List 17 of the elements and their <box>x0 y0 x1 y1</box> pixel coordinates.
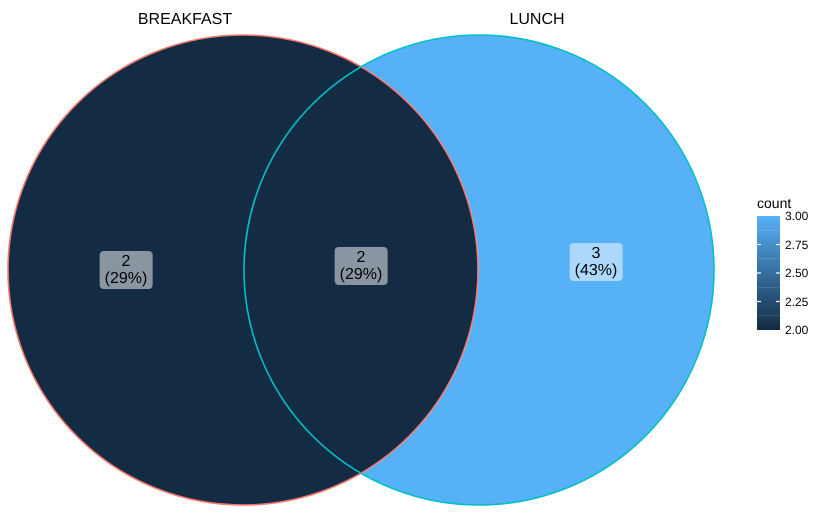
tick-label: 2.50 <box>785 266 808 280</box>
tick-label: 2.00 <box>785 323 808 337</box>
tick-label: 2.25 <box>785 294 808 308</box>
region-label <box>570 243 622 281</box>
legend-title: count <box>757 194 792 212</box>
percent-text: (43%) <box>574 262 618 279</box>
set-name: BREAKFAST <box>138 10 232 30</box>
tick-label: 2.75 <box>785 238 808 252</box>
percent-text: (29%) <box>104 270 148 287</box>
tick-label: 3.00 <box>785 209 808 223</box>
set-name: LUNCH <box>509 10 565 30</box>
region-label <box>100 251 152 289</box>
count-number: 3 <box>590 245 602 262</box>
count-number: 2 <box>356 249 366 266</box>
count-number: 2 <box>120 253 132 270</box>
percent-text: (29%) <box>340 266 382 283</box>
region-label <box>334 247 388 285</box>
